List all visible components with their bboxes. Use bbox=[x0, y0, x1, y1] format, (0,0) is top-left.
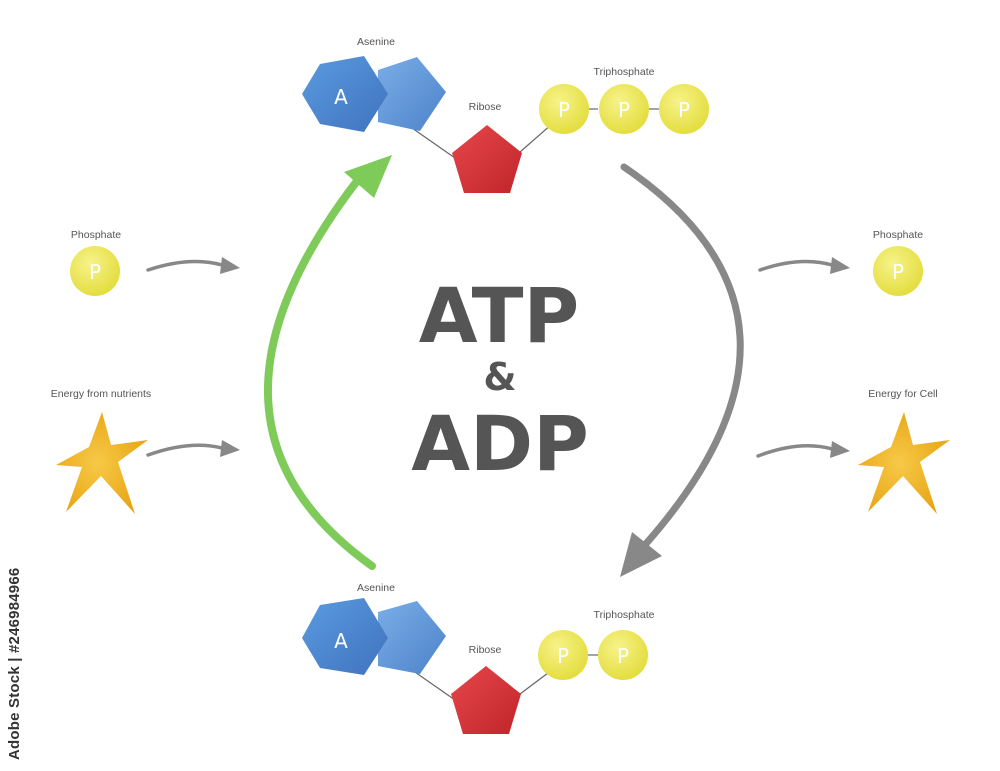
adenine-letter: A bbox=[334, 629, 348, 653]
adenine-letter: A bbox=[334, 85, 348, 109]
adenine-hexagon bbox=[302, 598, 388, 675]
phosphate-output-arrowhead bbox=[830, 257, 850, 274]
phosphate-circle bbox=[538, 630, 588, 680]
hydrolysis-arrow bbox=[620, 163, 744, 577]
atp-molecule: A P P P Asenine Ribose Triphosphate bbox=[302, 36, 709, 193]
energy-output-label: Energy for Cell bbox=[868, 388, 937, 400]
energy-star-icon bbox=[56, 412, 148, 514]
diagram-title: ATP & ADP bbox=[411, 271, 589, 488]
phosphate-circle bbox=[539, 84, 589, 134]
phosphate-letter: P bbox=[89, 260, 101, 284]
phosphate-input-label: Phosphate bbox=[71, 229, 121, 241]
left-inputs: Phosphate P Energy from nutrients bbox=[51, 229, 240, 514]
energy-input-arrow bbox=[146, 443, 224, 457]
adenine-hexagon bbox=[302, 56, 388, 132]
title-ampersand: & bbox=[483, 355, 516, 399]
right-outputs: Phosphate P Energy for Cell bbox=[756, 229, 950, 514]
energy-output-arrow bbox=[756, 444, 834, 458]
adenine-label: Asenine bbox=[357, 36, 395, 48]
ribose-label: Ribose bbox=[469, 644, 502, 656]
phosphate-input-arrow bbox=[146, 259, 224, 272]
title-adp: ADP bbox=[411, 399, 589, 488]
adenine-ribose-bond bbox=[411, 669, 456, 701]
phosphate-letter: P bbox=[617, 644, 629, 668]
phosphate-input-arrowhead bbox=[220, 257, 240, 274]
adenine-label: Asenine bbox=[357, 582, 395, 594]
phosphate-output-label: Phosphate bbox=[873, 229, 923, 241]
triphosphate-label: Triphosphate bbox=[594, 609, 655, 621]
ribose-phosphate-bond bbox=[519, 123, 553, 153]
adenine-pentagon bbox=[378, 601, 446, 674]
adp-molecule: A P P Asenine Ribose Triphosphate bbox=[302, 582, 655, 734]
synthesis-arrowhead bbox=[344, 155, 392, 198]
phosphate-circle bbox=[659, 84, 709, 134]
hydrolysis-arrowhead bbox=[620, 532, 662, 577]
phosphate-letter: P bbox=[557, 644, 569, 668]
phosphate-output-arrow bbox=[758, 259, 834, 272]
ribose-phosphate-bond bbox=[519, 669, 553, 695]
phosphate-letter: P bbox=[558, 98, 570, 122]
triphosphate-label: Triphosphate bbox=[594, 66, 655, 78]
phosphate-circle bbox=[598, 630, 648, 680]
phosphate-output-circle bbox=[873, 246, 923, 296]
phosphate-letter: P bbox=[892, 260, 904, 284]
energy-input-label: Energy from nutrients bbox=[51, 388, 151, 400]
ribose-label: Ribose bbox=[469, 101, 502, 113]
energy-output-arrowhead bbox=[830, 441, 850, 458]
adenine-ribose-bond bbox=[411, 127, 456, 159]
phosphate-letter: P bbox=[618, 98, 630, 122]
ribose-pentagon bbox=[451, 666, 521, 734]
phosphate-letter: P bbox=[678, 98, 690, 122]
phosphate-input-circle bbox=[70, 246, 120, 296]
adenine-pentagon bbox=[378, 57, 446, 131]
synthesis-arrow bbox=[264, 155, 392, 570]
energy-input-arrowhead bbox=[220, 440, 240, 457]
title-atp: ATP bbox=[419, 271, 579, 360]
stock-watermark: Adobe Stock | #246984966 bbox=[6, 567, 23, 760]
phosphate-circle bbox=[599, 84, 649, 134]
ribose-pentagon bbox=[452, 125, 522, 193]
energy-star-icon bbox=[858, 412, 950, 514]
